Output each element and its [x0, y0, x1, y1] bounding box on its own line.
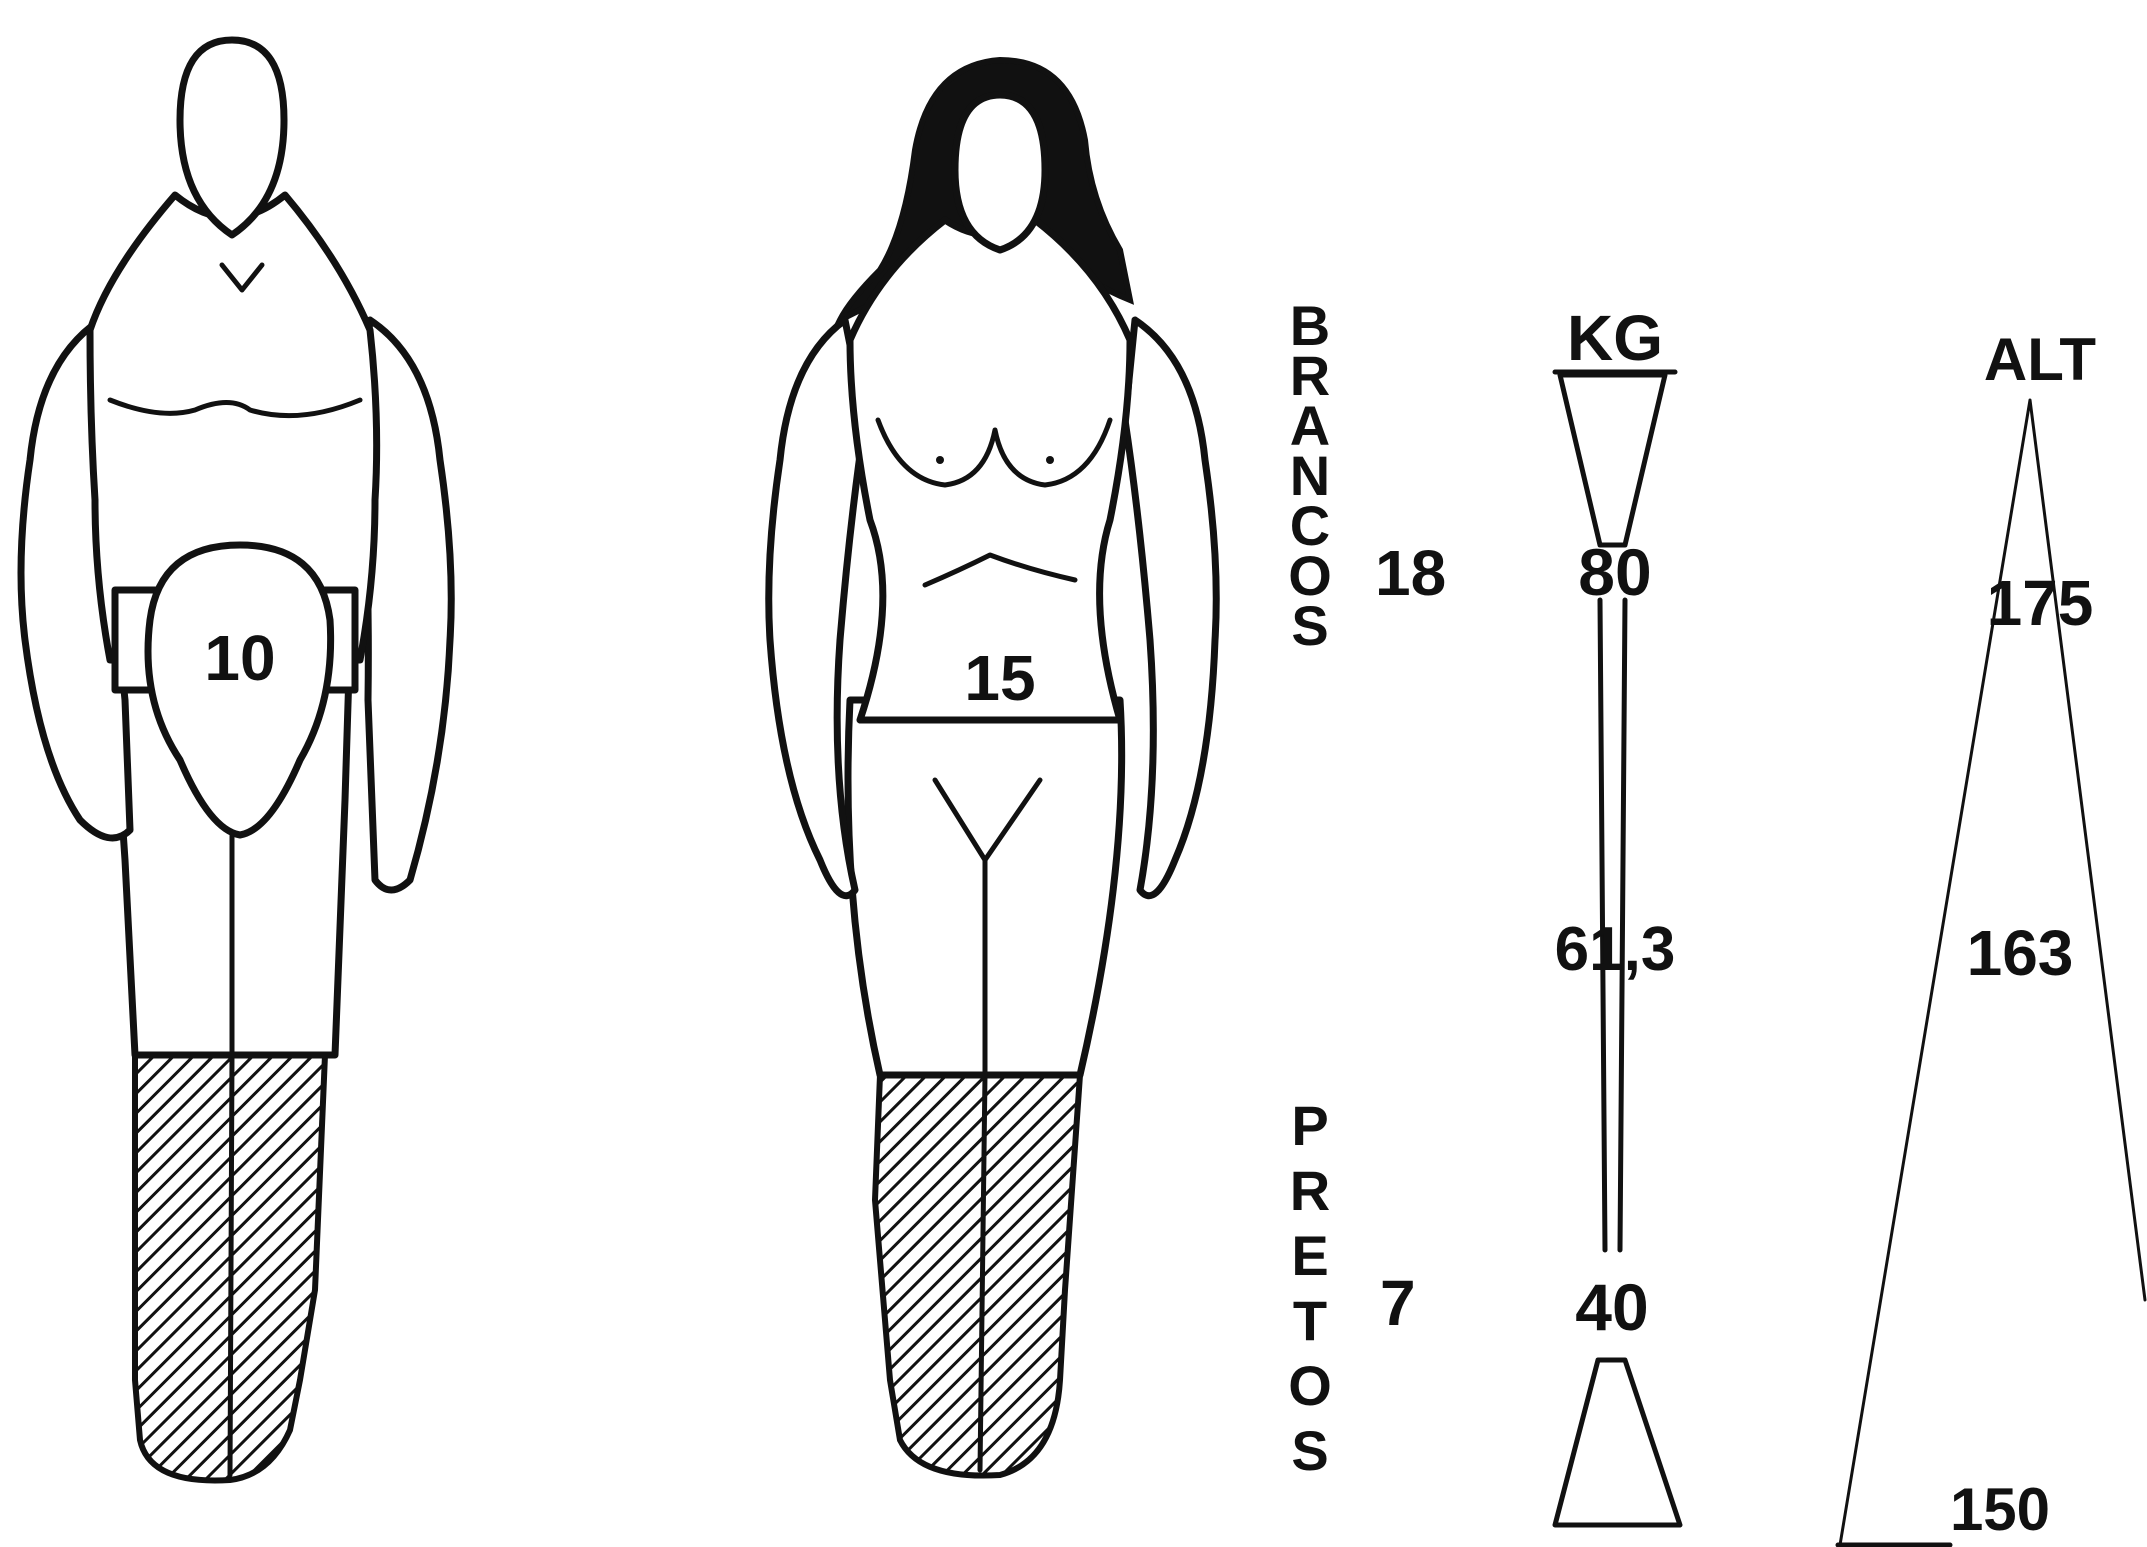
male-belly-value: 10 [204, 622, 275, 694]
female-head [955, 95, 1045, 250]
height-scale-max: 175 [1987, 567, 2094, 639]
female-legs-hatching [875, 1075, 1080, 1476]
weight-scale-max: 80 [1578, 535, 1651, 609]
weight-top-funnel [1560, 375, 1665, 545]
weight-scale-min: 40 [1575, 1270, 1648, 1344]
female-figure: 15 [769, 60, 1217, 1476]
height-scale-title: ALT [1984, 326, 2096, 393]
height-scale: ALT 175 163 150 [1838, 326, 2145, 1545]
weight-bottom-funnel [1555, 1360, 1680, 1525]
weight-scale-title: KG [1567, 302, 1663, 374]
weight-scale: KG 80 61,3 40 [1555, 302, 1680, 1525]
group-top-count: 18 [1375, 537, 1446, 609]
height-scale-mid: 163 [1967, 917, 2074, 989]
female-belly-value: 15 [964, 642, 1035, 714]
female-right-arm [1125, 320, 1216, 896]
height-scale-min: 150 [1950, 1476, 2050, 1543]
weight-scale-mid: 61,3 [1555, 915, 1676, 984]
male-figure: 10 [21, 40, 451, 1481]
group-bottom-count: 7 [1380, 1267, 1416, 1339]
